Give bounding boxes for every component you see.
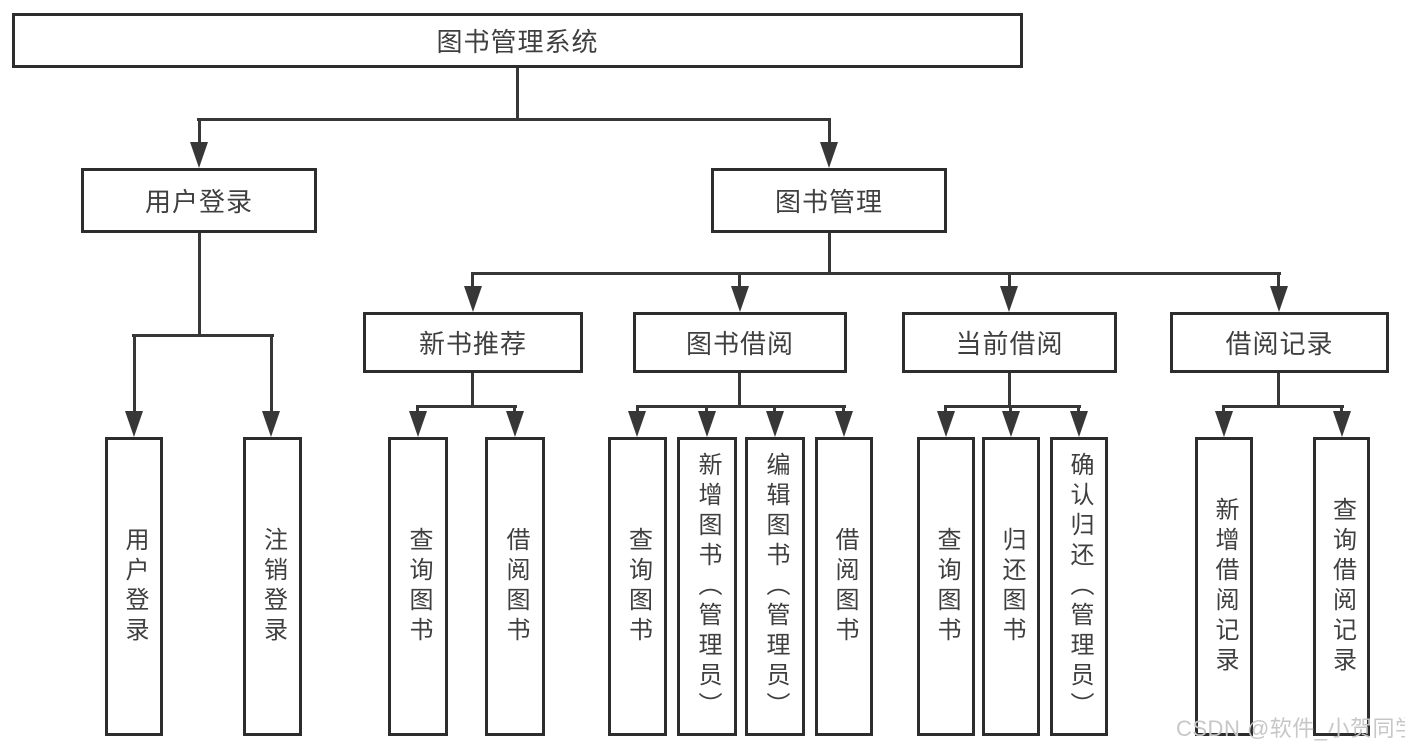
connector-stem bbox=[1277, 373, 1280, 408]
csdn-watermark: CSDN @软件_小贺同学 bbox=[1176, 716, 1405, 741]
arrow-down-icon bbox=[766, 411, 784, 437]
node-new-book-recommend: 新书推荐 bbox=[363, 312, 583, 373]
arrow-down-icon bbox=[628, 411, 646, 437]
leaf-user-login: 用户登录 bbox=[105, 437, 163, 736]
arrow-down-icon bbox=[820, 142, 838, 168]
leaf-logout: 注销登录 bbox=[243, 437, 302, 736]
node-root-label: 图书管理系统 bbox=[436, 27, 599, 57]
arrow-down-icon bbox=[262, 411, 280, 437]
connector-stem bbox=[738, 373, 741, 408]
leaf-return-books-label: 归还图书 bbox=[998, 526, 1025, 647]
connector-drop-user-login bbox=[198, 118, 201, 146]
connector-user-login-stem bbox=[198, 233, 201, 337]
connector-rail bbox=[636, 405, 846, 408]
connector-drop-leaf bbox=[1077, 405, 1080, 415]
leaf-query-books-recommend: 查询图书 bbox=[388, 437, 448, 736]
connector-book-management-stem bbox=[828, 233, 831, 275]
node-book-borrow: 图书借阅 bbox=[633, 312, 847, 373]
arrow-down-icon bbox=[464, 286, 482, 312]
leaf-add-books-admin: 新增图书（管理员） bbox=[677, 437, 737, 736]
connector-stem bbox=[471, 373, 474, 408]
connector-drop-leaf bbox=[1222, 405, 1225, 415]
connector-drop-leaf bbox=[636, 405, 639, 415]
connector-drop-leaf bbox=[944, 405, 947, 415]
connector-drop-leaf bbox=[270, 334, 273, 414]
leaf-query-books-borrow-label: 查询图书 bbox=[624, 526, 652, 647]
node-borrow-records-label: 借阅记录 bbox=[1225, 329, 1334, 359]
arrow-down-icon bbox=[835, 411, 853, 437]
leaf-borrow-books-recommend: 借阅图书 bbox=[485, 437, 545, 736]
connector-drop-leaf bbox=[705, 405, 708, 415]
connector-stem bbox=[1008, 373, 1011, 408]
connector-root-stem bbox=[516, 68, 519, 121]
arrow-down-icon bbox=[1215, 411, 1233, 437]
leaf-return-books: 归还图书 bbox=[982, 437, 1040, 736]
leaf-query-books-current-label: 查询图书 bbox=[933, 526, 960, 647]
connector-drop-leaf bbox=[1009, 405, 1012, 415]
arrow-down-icon bbox=[731, 286, 749, 312]
connector-drop-leaf bbox=[1340, 405, 1343, 415]
node-user-login-label: 用户登录 bbox=[144, 187, 253, 217]
connector-root-rail bbox=[197, 118, 831, 121]
leaf-add-borrow-record: 新增借阅记录 bbox=[1195, 437, 1253, 736]
connector-book-management-rail bbox=[471, 272, 1281, 275]
arrow-down-icon bbox=[1000, 286, 1018, 312]
leaf-query-books-borrow: 查询图书 bbox=[608, 437, 667, 736]
leaf-borrow-books: 借阅图书 bbox=[815, 437, 873, 736]
arrow-down-icon bbox=[1270, 286, 1288, 312]
node-root: 图书管理系统 bbox=[12, 13, 1023, 68]
arrow-down-icon bbox=[698, 411, 716, 437]
leaf-borrow-books-recommend-label: 借阅图书 bbox=[502, 526, 529, 647]
node-book-management: 图书管理 bbox=[711, 168, 947, 233]
node-borrow-records: 借阅记录 bbox=[1170, 312, 1389, 373]
leaf-query-borrow-record-label: 查询借阅记录 bbox=[1328, 496, 1356, 677]
leaf-confirm-return-admin-label: 确认归还（管理员） bbox=[1066, 451, 1093, 722]
connector-drop-leaf bbox=[513, 405, 516, 415]
connector-drop-leaf bbox=[133, 334, 136, 414]
leaf-edit-books-admin: 编辑图书（管理员） bbox=[745, 437, 805, 736]
leaf-add-borrow-record-label: 新增借阅记录 bbox=[1211, 496, 1238, 677]
arrow-down-icon bbox=[1070, 411, 1088, 437]
connector-user-login-rail bbox=[132, 334, 274, 337]
connector-drop-leaf bbox=[842, 405, 845, 415]
leaf-add-books-admin-label: 新增图书（管理员） bbox=[694, 451, 721, 722]
connector-drop-book-management bbox=[828, 118, 831, 146]
leaf-edit-books-admin-label: 编辑图书（管理员） bbox=[762, 451, 789, 722]
leaf-query-borrow-record: 查询借阅记录 bbox=[1313, 437, 1370, 736]
node-current-borrow-label: 当前借阅 bbox=[955, 329, 1064, 359]
connector-drop-new-book bbox=[471, 272, 474, 289]
connector-drop-book-borrow bbox=[738, 272, 741, 289]
node-current-borrow: 当前借阅 bbox=[902, 312, 1117, 373]
connector-rail bbox=[1222, 405, 1344, 408]
leaf-query-books-current: 查询图书 bbox=[917, 437, 975, 736]
arrow-down-icon bbox=[1333, 411, 1351, 437]
node-book-borrow-label: 图书借阅 bbox=[685, 329, 794, 359]
node-user-login: 用户登录 bbox=[81, 168, 317, 233]
leaf-user-login-label: 用户登录 bbox=[121, 526, 148, 647]
connector-drop-current-borrow bbox=[1008, 272, 1011, 289]
leaf-confirm-return-admin: 确认归还（管理员） bbox=[1050, 437, 1108, 736]
arrow-down-icon bbox=[506, 411, 524, 437]
arrow-down-icon bbox=[190, 142, 208, 168]
arrow-down-icon bbox=[409, 411, 427, 437]
connector-rail bbox=[944, 405, 1081, 408]
leaf-query-books-recommend-label: 查询图书 bbox=[405, 526, 432, 647]
node-new-book-recommend-label: 新书推荐 bbox=[418, 329, 527, 359]
arrow-down-icon bbox=[1002, 411, 1020, 437]
arrow-down-icon bbox=[125, 411, 143, 437]
leaf-logout-label: 注销登录 bbox=[259, 526, 287, 647]
connector-drop-borrow-records bbox=[1277, 272, 1280, 289]
node-book-management-label: 图书管理 bbox=[774, 187, 883, 217]
connector-drop-leaf bbox=[416, 405, 419, 415]
connector-drop-leaf bbox=[773, 405, 776, 415]
arrow-down-icon bbox=[937, 411, 955, 437]
leaf-borrow-books-label: 借阅图书 bbox=[831, 526, 858, 647]
connector-rail bbox=[416, 405, 517, 408]
